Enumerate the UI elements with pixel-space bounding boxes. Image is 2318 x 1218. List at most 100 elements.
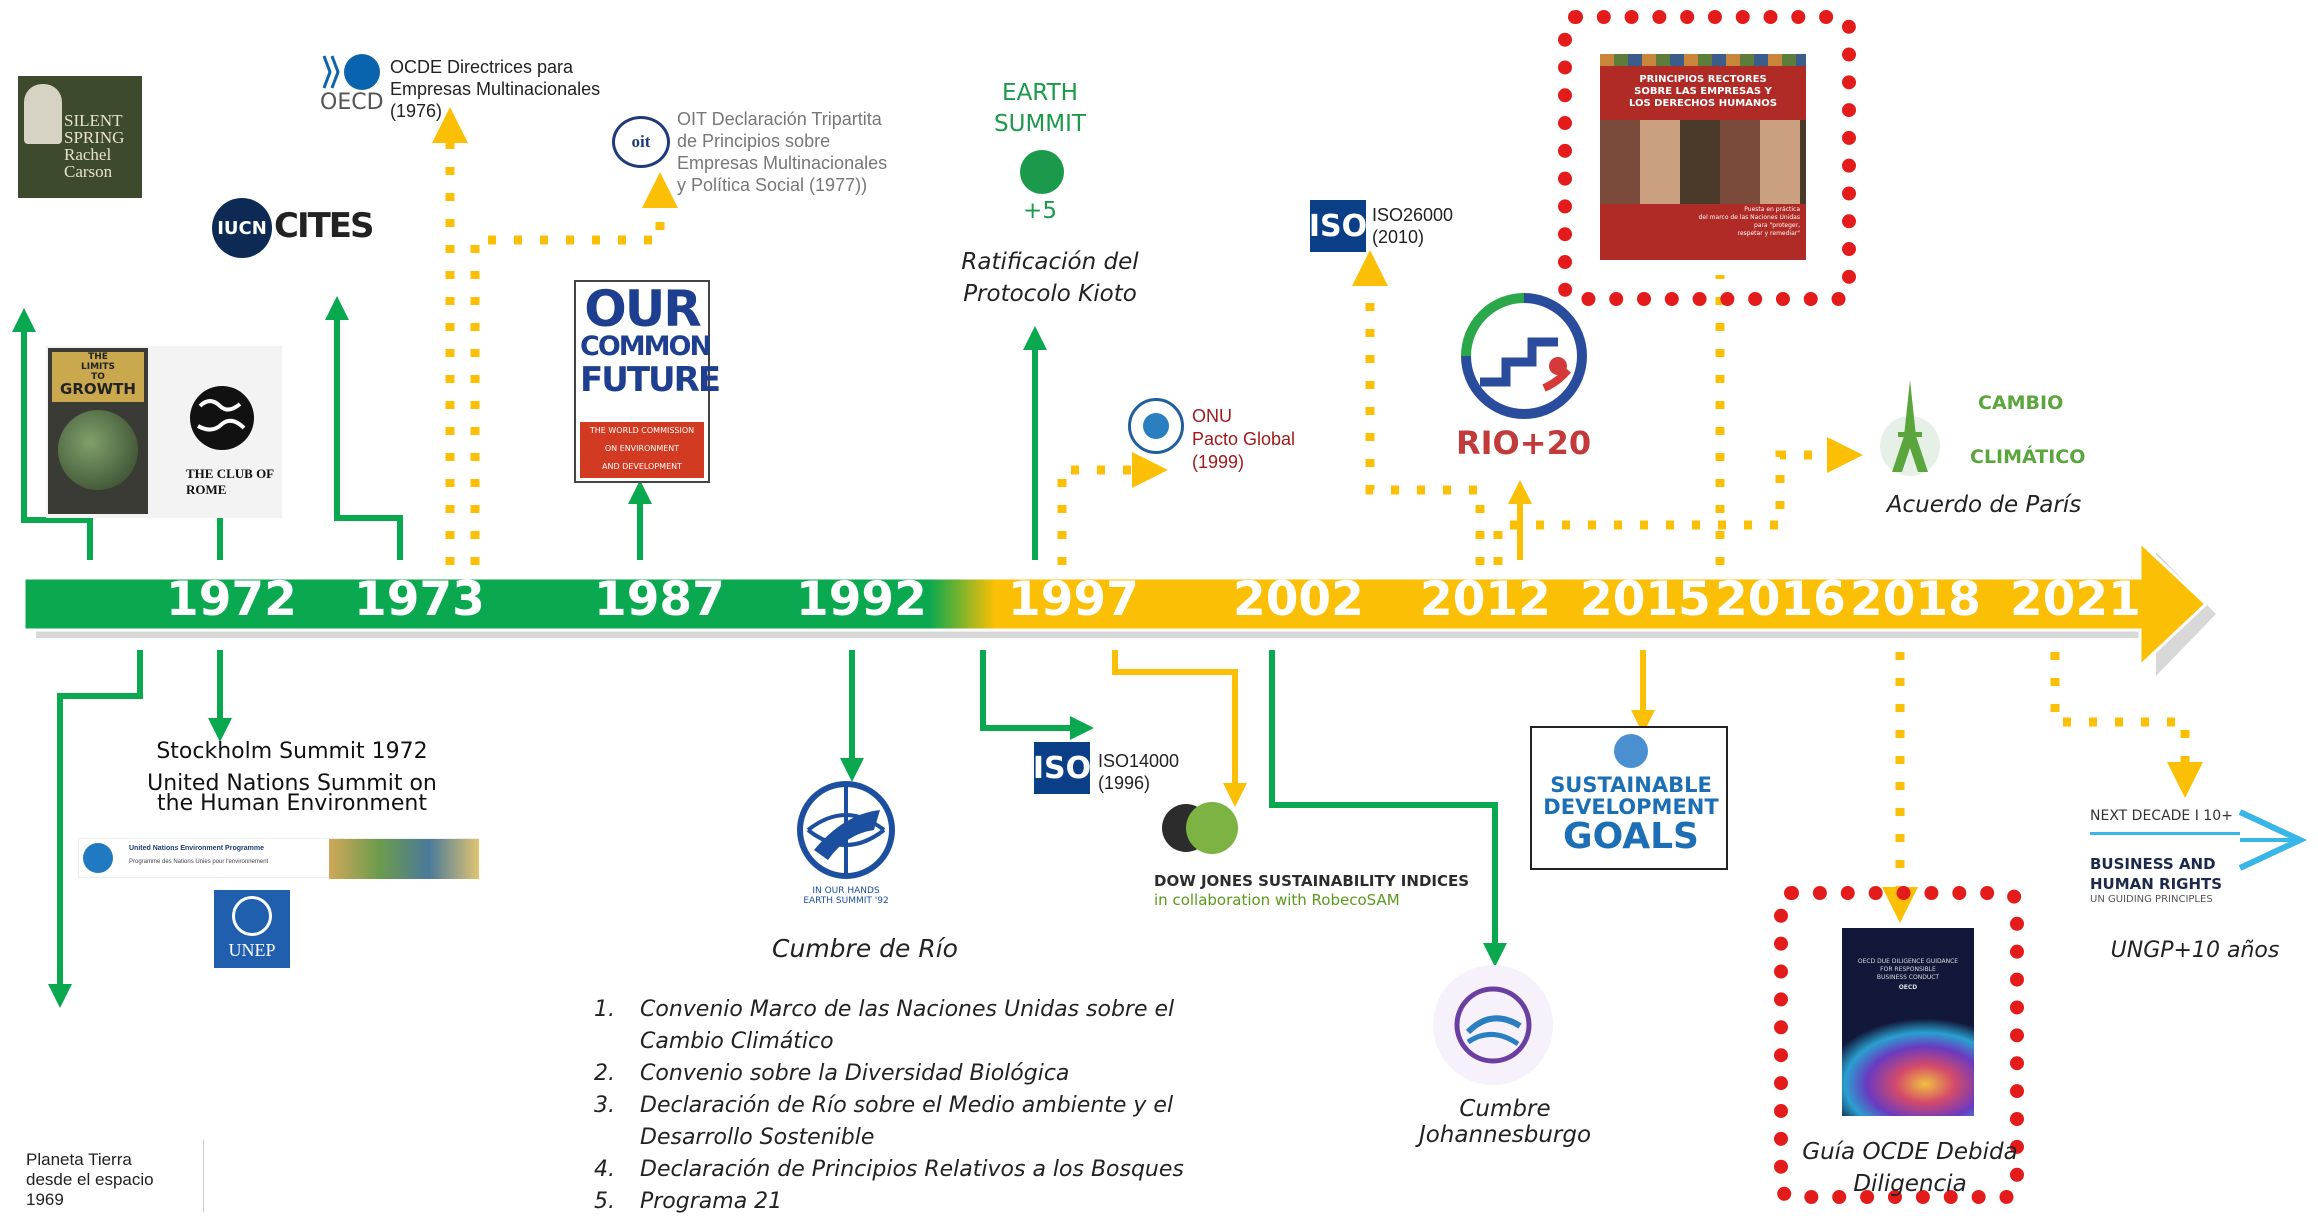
sdg-line: GOALS [1563,816,1699,857]
year-label: 1973 [354,572,485,627]
iucn-logo: IUCN [212,198,272,258]
list-item-number: 1. [594,997,615,1022]
people-photo [1600,120,1806,204]
ungp-chevron [2238,809,2308,871]
oit-logo: oit [612,116,670,168]
iso14000-logo: ISO [1033,742,1091,794]
list-item: 4. Declaración de Principios Relativos a … [594,1154,1194,1186]
list-item: 5.Programa 21 [594,1186,1194,1218]
earth-summit-92-line: EARTH SUMMIT '92 [803,896,889,906]
eiffel-tower-icon [1874,376,1946,476]
earth-image [58,410,138,490]
cambio-label: CAMBIO [1978,392,2064,414]
unep-banner-sub: Programme des Nations Unies pour l'envir… [129,859,269,865]
earth-summit-92-logo [784,780,908,886]
list-item-text: Declaración de Principios Relativos a lo… [640,1157,1184,1182]
cover-author-line: Carson [64,162,113,181]
pacto-line: Pacto Global [1192,429,1296,449]
cover-title-line: PRINCIPIOS RECTORES [1639,74,1767,85]
planeta-note: Planeta Tierra desde el espacio 1969 [14,1140,204,1212]
cover-title-line: BUSINESS CONDUCT [1876,974,1940,981]
oit-line: Empresas Multinacionales [677,153,888,173]
unep-logo: UNEP [214,890,290,968]
cover-title-line: SOBRE LAS EMPRESAS Y [1634,86,1772,97]
iso14000-title: ISO14000 [1098,751,1180,771]
oit-line: de Principios sobre [677,131,831,151]
stockholm-line: United Nations Summit on [147,771,437,796]
iso26000-title: ISO26000 [1372,205,1454,225]
iso26000-logo: ISO [1309,200,1367,252]
list-item: 2.Convenio sobre la Diversidad Biológica [594,1058,1194,1090]
stockholm-line: the Human Environment [157,791,427,816]
cover-title-line: LIMITS [80,362,115,372]
planeta-line: 1969 [26,1190,64,1209]
cover-sub-line: AND DEVELOPMENT [601,462,683,471]
yellow-connectors [1112,480,1655,807]
cover-sub-line: del marco de las Naciones Unidas [1698,214,1800,221]
list-item-number: 5. [594,1189,615,1214]
iso14000-year: (1996) [1098,773,1151,793]
johannesburg-logo [1428,960,1558,1090]
un-emblem-icon [1614,734,1648,768]
sdg-box: SUSTAINABLE DEVELOPMENT GOALS [1530,726,1728,870]
principios-rectores-cover: PRINCIPIOS RECTORES SOBRE LAS EMPRESAS Y… [1600,54,1806,260]
ungp-line: UN GUIDING PRINCIPLES [2090,894,2213,905]
iso26000-year: (2010) [1372,227,1425,247]
list-item-number: 3. [594,1093,615,1118]
planeta-line: Planeta Tierra [26,1150,132,1169]
kioto-caption-line: Ratificación del [961,249,1139,275]
year-label: 2018 [1850,572,1981,627]
cover-title-line: FUTURE [580,360,721,400]
earth-summit-line: EARTH [1002,80,1078,106]
year-label: 2016 [1715,572,1846,627]
climatico-label: CLIMÁTICO [1970,446,2086,468]
dow-jones-logo [1160,800,1240,856]
cover-sub-line: respetar y remediar" [1737,230,1800,237]
oecd-guide-cover: OECD DUE DILIGENCE GUIDANCE FOR RESPONSI… [1842,928,1974,1116]
unep-banner-title: United Nations Environment Programme [129,845,264,852]
cover-title-line: THE [88,352,108,362]
oecd-year: (1976) [390,101,443,121]
sdg-line: SUSTAINABLE [1550,773,1712,797]
kioto-caption-line: Protocolo Kioto [963,281,1137,307]
oecd-logo: OECD [318,52,384,118]
rio20-logo [1460,292,1588,420]
ungp-line: HUMAN RIGHTS [2090,875,2223,893]
cover-title-line: SPRING [64,128,125,147]
oecd-guide-caption-line: Guía OCDE Debida [1802,1139,2018,1165]
oecd-guide-caption-line: Diligencia [1853,1171,1967,1197]
limits-to-growth-cover: THE LIMITS TO GROWTH [48,348,148,514]
dow-jones-title: DOW JONES SUSTAINABILITY INDICES [1154,872,1470,890]
list-item: 3.Declaración de Río sobre el Medio ambi… [594,1090,1194,1154]
year-label: 2021 [2010,572,2141,627]
list-item-number: 4. [594,1157,615,1182]
earth-summit-line: SUMMIT [994,111,1086,137]
cover-logo: OECD [1898,984,1918,991]
oit-line: y Política Social (1977)) [677,175,868,195]
rio-agreements-list: 1. Convenio Marco de las Naciones Unidas … [594,994,1194,1218]
cover-sub-line: ON ENVIRONMENT [604,444,680,453]
sdg-line: DEVELOPMENT [1543,795,1719,819]
cover-title-line: OUR [584,280,702,338]
unep-banner: United Nations Environment Programme Pro… [78,838,479,879]
year-label: 1992 [796,572,927,627]
planeta-line: desde el espacio [26,1170,154,1189]
cover-author-line: Rachel [64,145,112,164]
year-label: 1987 [594,572,725,627]
nature-photo [329,839,479,879]
ungp-line: BUSINESS AND [2090,855,2216,873]
swirl-graphic [1842,1018,1974,1116]
ungp-top: NEXT DECADE I 10+ [2090,808,2233,824]
earth-summit-plus: +5 [1023,198,1057,224]
cover-title-line: GROWTH [60,380,136,398]
year-label: 1972 [166,572,297,627]
yellow-dotted-connectors [432,107,2203,923]
list-item-text: Convenio Marco de las Naciones Unidas so… [640,997,1175,1054]
cover-sub-line: Puesta en práctica [1744,206,1800,213]
year-label: 1997 [1008,572,1139,627]
cover-title-line: FOR RESPONSIBLE [1880,966,1936,973]
highlight-frame [1558,10,1856,306]
pacto-year: (1999) [1192,452,1245,472]
cumbre-rio-caption: Cumbre de Río [772,934,958,963]
earth-summit-globe-icon [1020,150,1064,194]
